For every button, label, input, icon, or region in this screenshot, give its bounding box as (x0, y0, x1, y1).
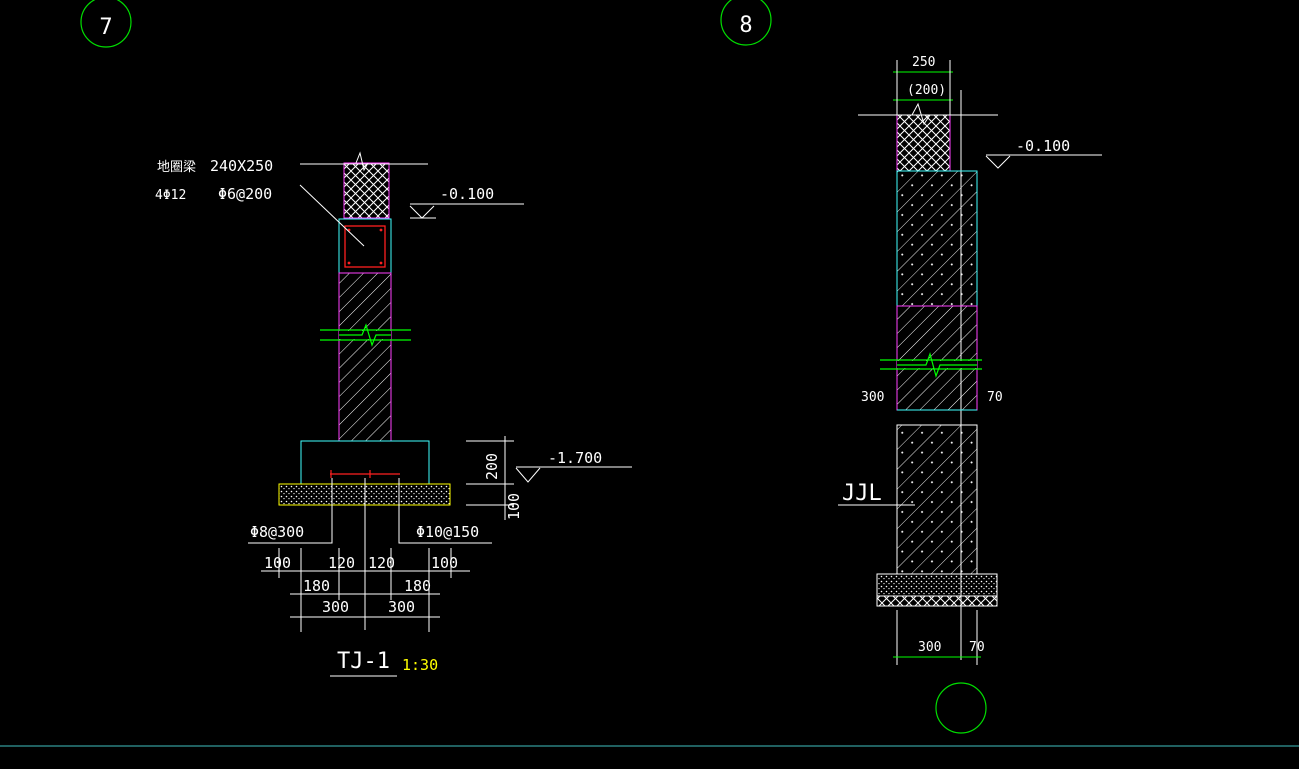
dim-row1-b: 120 (328, 554, 355, 572)
dim-row1-c: 120 (368, 554, 395, 572)
detail-7-title: TJ-1 (337, 649, 390, 674)
rebar-dot (347, 261, 351, 265)
rebar-left-leader (248, 478, 333, 544)
elev-top-symbol (409, 205, 435, 219)
detail-8: 8 250 (200) -0.100 300 70 JJL (720, 0, 1102, 734)
dim-300-side: 300 (861, 390, 884, 405)
bottom-dim-70: 70 (969, 640, 985, 655)
break-mark-top (355, 151, 369, 172)
footing (300, 440, 430, 485)
elev-top-label: -0.100 (440, 185, 494, 203)
rebar-dot (379, 261, 383, 265)
brick-wall-top (343, 162, 390, 219)
elev-bottom-symbol (515, 467, 541, 483)
rebar-dot (379, 228, 383, 232)
dim-rows (261, 548, 470, 632)
jjl-label: JJL (842, 481, 882, 506)
rebar-right-leader (398, 478, 492, 544)
ground-beam (338, 218, 392, 274)
break-zigzag-8 (897, 352, 977, 378)
detail-8-marker-circle (720, 0, 772, 46)
elev-top-8-label: -0.100 (1016, 137, 1070, 155)
detail-7-marker-circle (80, 0, 132, 48)
dim-200-paren-label: (200) (907, 83, 946, 98)
cushion-layer-8 (876, 573, 998, 597)
dim-row3-a: 300 (322, 598, 349, 616)
base-strip-8 (876, 595, 998, 607)
elev-bottom-label: -1.700 (548, 449, 602, 467)
detail-7-scale: 1:30 (402, 656, 438, 674)
concrete-lower-jjl (896, 424, 978, 575)
concrete-upper (896, 170, 978, 307)
dim-row3-b: 300 (388, 598, 415, 616)
dim-70-side: 70 (987, 390, 1003, 405)
beam-leader-line (299, 184, 365, 247)
detail-8-marker-number: 8 (739, 13, 752, 38)
beam-rebar-stirrup: Φ6@200 (218, 185, 272, 203)
bottom-dim-300: 300 (918, 640, 941, 655)
beam-name: 地圈梁 (157, 160, 196, 175)
dim-250-label: 250 (912, 55, 935, 70)
beam-rebar-main: 4Φ12 (155, 188, 186, 203)
dim-100-label: 100 (505, 493, 523, 520)
dim-200-label: 200 (483, 453, 501, 480)
dim-row2-a: 180 (303, 577, 330, 595)
dim-row1-d: 100 (431, 554, 458, 572)
break-zigzag (339, 323, 391, 347)
axis-circle (935, 682, 987, 734)
beam-size: 240X250 (210, 157, 273, 175)
beam-rebar-cage (344, 225, 386, 268)
break-mark-top-8 (911, 102, 931, 126)
dim-row1-a: 100 (264, 554, 291, 572)
brick-wall-mid-8 (896, 305, 978, 411)
dim-row2-b: 180 (404, 577, 431, 595)
rebar-right-label: Φ10@150 (416, 523, 479, 541)
elev-top-8-symbol (985, 155, 1011, 169)
rebar-left-label: Φ8@300 (250, 523, 304, 541)
detail-7: 7 地圈梁 240X250 4Φ12 Φ6@200 -0.100 (80, 0, 632, 677)
brick-wall-lower (338, 272, 392, 442)
detail-7-marker-number: 7 (99, 15, 112, 40)
